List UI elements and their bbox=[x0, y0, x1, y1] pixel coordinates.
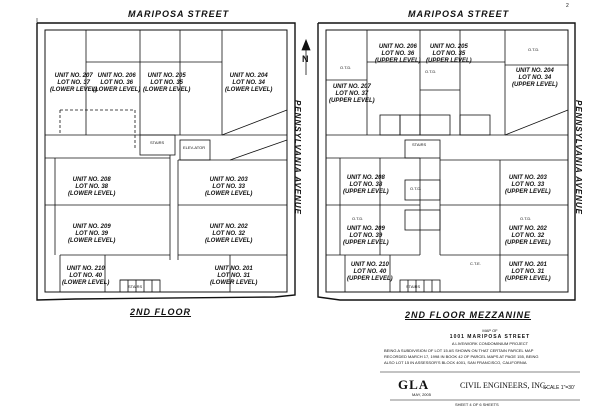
otd-label-2: O.T.D. bbox=[528, 47, 540, 52]
avenue-label-right: PENNSYLVANIA AVENUE bbox=[574, 100, 583, 216]
north-arrow-graphic bbox=[301, 38, 311, 75]
sheet-corner-mark: 2 bbox=[566, 3, 569, 9]
street-label-left: MARIPOSA STREET bbox=[128, 9, 230, 19]
floor-title-right: 2ND FLOOR MEZZANINE bbox=[405, 310, 531, 320]
otd-label-1: O.T.D. bbox=[340, 65, 352, 70]
cte-label: C.T.E. bbox=[470, 261, 481, 266]
stairs-label-right: STAIRS bbox=[412, 142, 427, 147]
stairs-label-right-bottom: STAIRS bbox=[406, 284, 421, 289]
elevator-label-left: ELEV-ATOR bbox=[183, 145, 206, 150]
north-arrow-label: N bbox=[302, 54, 309, 64]
otd-label-4: O.T.D. bbox=[410, 186, 422, 191]
title-line-2: RECORDED MARCH 17, 1998 IN BOOK 42 OF PA… bbox=[384, 354, 539, 359]
title-project: 1001 MARIPOSA STREET bbox=[449, 334, 531, 340]
title-sheet-count: SHEET 4 OF 6 SHEETS bbox=[455, 402, 499, 407]
title-block-frame bbox=[380, 371, 580, 401]
title-subtitle: A LIVE/WORK CONDOMINIUM PROJECT bbox=[451, 341, 529, 346]
firm-name: CIVIL ENGINEERS, INC. bbox=[460, 381, 548, 390]
stairs-label-left: STAIRS bbox=[150, 140, 165, 145]
title-date: MAY, 2005 bbox=[412, 392, 431, 397]
firm-logo-gla: GLA bbox=[398, 377, 430, 392]
floor-title-left: 2ND FLOOR bbox=[130, 307, 192, 317]
title-line-3: ALSO LOT 15 IN ASSESSOR'S BLOCK 4001, SA… bbox=[384, 360, 527, 365]
right-plan-walls bbox=[317, 22, 576, 301]
title-map-of: MAP OF bbox=[482, 328, 498, 333]
avenue-label-left: PENNSYLVANIA AVENUE bbox=[293, 100, 302, 216]
title-scale: SCALE 1"=30' bbox=[543, 385, 575, 391]
otd-label-5: O.T.D. bbox=[352, 216, 364, 221]
title-line-1: BEING A SUBDIVISION OF LOT 15 AS SHOWN O… bbox=[384, 348, 534, 353]
left-plan-walls bbox=[36, 18, 296, 301]
otd-label-3: O.T.D. bbox=[425, 69, 437, 74]
street-label-right: MARIPOSA STREET bbox=[408, 9, 510, 19]
otd-label-6: O.T.D. bbox=[520, 216, 532, 221]
stairs-label-left-bottom: STAIRS bbox=[128, 284, 143, 289]
